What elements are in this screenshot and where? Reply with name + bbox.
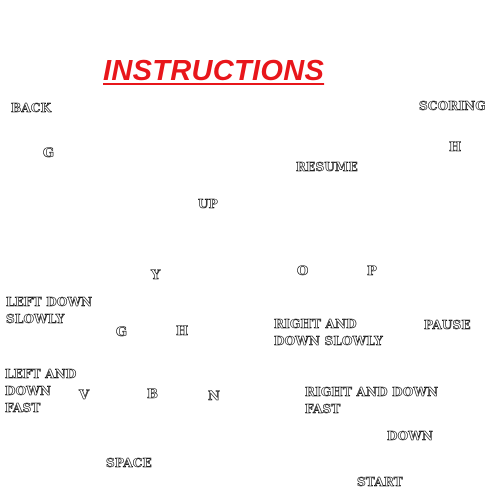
label-right-down-fast: RIGHT AND DOWN FAST bbox=[305, 385, 439, 417]
key-v: V bbox=[79, 388, 90, 404]
start-button[interactable]: START bbox=[357, 475, 403, 490]
key-n: N bbox=[208, 389, 220, 405]
key-h-mid: H bbox=[176, 324, 189, 340]
label-left-down-slowly: LEFT DOWN SLOWLY bbox=[6, 295, 93, 327]
pause-button[interactable]: PAUSE bbox=[424, 318, 471, 333]
key-b: B bbox=[147, 387, 159, 403]
back-button[interactable]: BACK bbox=[11, 101, 52, 116]
label-down: DOWN bbox=[387, 429, 434, 444]
label-left-down-fast: LEFT AND DOWN FAST bbox=[5, 367, 77, 416]
page-title: INSTRUCTIONS bbox=[103, 55, 325, 87]
key-up: UP bbox=[198, 197, 218, 212]
resume-button[interactable]: RESUME bbox=[296, 160, 358, 175]
key-y: Y bbox=[151, 268, 161, 284]
key-space: SPACE bbox=[106, 456, 152, 471]
key-g-top: G bbox=[43, 146, 55, 162]
key-g-mid: G bbox=[116, 325, 128, 341]
scoring-button[interactable]: SCORING bbox=[419, 99, 486, 114]
key-h-top: H bbox=[449, 140, 462, 156]
key-p: P bbox=[367, 264, 377, 280]
label-right-down-slowly: RIGHT AND DOWN SLOWLY bbox=[274, 317, 383, 349]
key-o: O bbox=[297, 264, 309, 280]
